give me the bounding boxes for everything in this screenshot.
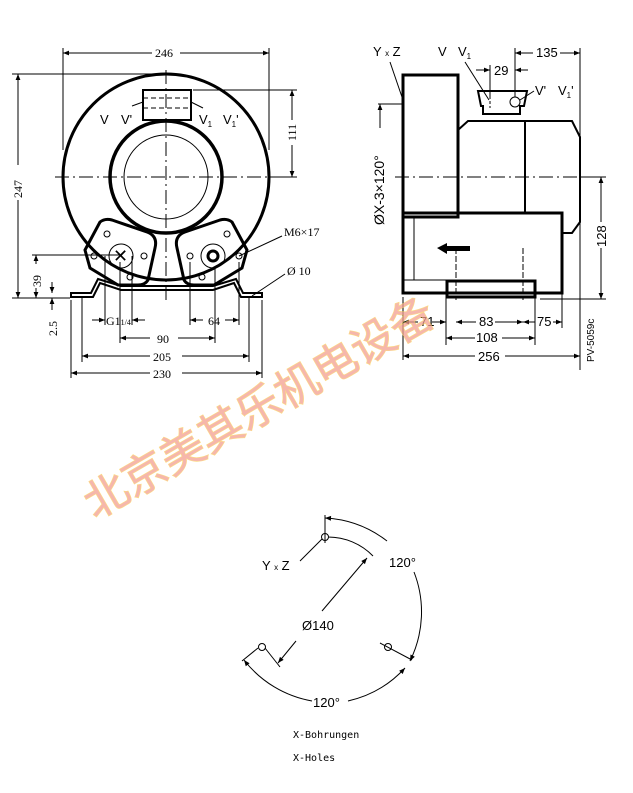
drawing-code: PV-5059c [586,319,597,362]
label-v1-prime: V1' [558,83,574,100]
label-v-prime: V' [535,83,546,98]
label-v1: V1 [199,112,213,129]
dim-83: 83 [479,314,493,329]
right-flange [174,217,249,287]
label-v: V [100,112,109,127]
dim-111: 111 [285,124,299,141]
dim-135: 135 [536,45,558,60]
label-v-prime: V' [121,112,132,127]
dim-holes: ØX-3×120° [371,155,387,225]
motor-front [457,120,526,213]
side-view: Y x Z V V1 V' V1' 135 29 ØX-3×120° 128 7… [371,44,609,370]
hole-pattern: Y x Z 120° Ø140 120° X-Bohrungen X-Holes [241,515,423,764]
front-view: ✕ 246 247 111 39 2.5 G11/4 90 64 205 [11,46,319,381]
impeller-housing [401,73,460,219]
dim-256: 256 [478,349,500,364]
dim-29: 29 [494,63,508,78]
dim-108: 108 [476,330,498,345]
dim-64: 64 [208,314,220,328]
dim-246: 246 [155,46,173,60]
label-v1-prime: V1' [223,112,239,129]
dim-230: 230 [153,367,171,381]
label-diameter: Ø140 [302,618,334,633]
caption-en: X-Holes [293,753,335,764]
caption-de: X-Bohrungen [293,730,359,741]
dim-247: 247 [11,180,25,198]
flow-arrow-icon [437,243,470,254]
base-plate [70,277,263,298]
label-angle-top: 120° [389,555,416,570]
lower-housing [401,211,564,295]
label-yxz: Y x Z [373,44,401,59]
base-foot [445,279,537,299]
dim-39: 39 [30,275,44,287]
label-yxz: Y x Z [262,558,290,573]
dim-205: 205 [153,350,171,364]
dim-128: 128 [594,225,609,247]
dim-90: 90 [157,332,169,346]
label-bolt: M6×17 [284,225,319,239]
label-v1: V1 [458,44,472,61]
cross-icon: ✕ [113,246,128,267]
label-hole: Ø 10 [287,264,311,278]
dim-75: 75 [537,314,551,329]
top-port [142,89,192,121]
left-flange [83,217,158,287]
dim-71: 71 [420,314,434,329]
label-v: V [438,44,447,59]
label-angle-bottom: 120° [313,695,340,710]
dim-2-5: 2.5 [46,321,60,336]
left-port [108,243,134,269]
right-port [200,243,226,269]
dim-thread: G11/4 [106,314,131,328]
